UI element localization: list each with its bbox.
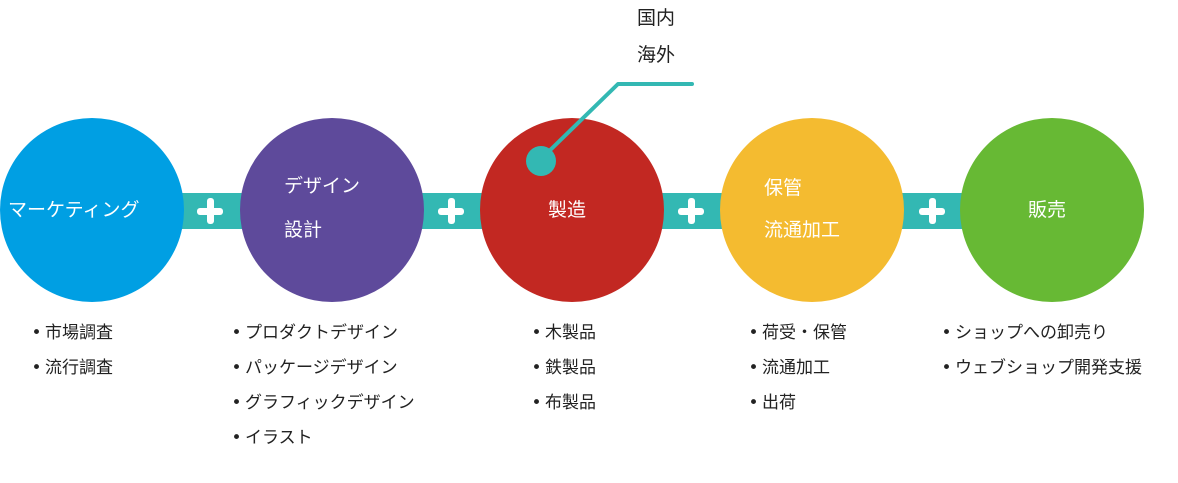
list-item: ショップへの卸売り — [938, 316, 1142, 351]
step-marketing-circle: マーケティング — [0, 118, 184, 302]
step-manufacturing-circle: 製造 — [480, 118, 664, 302]
list-item: 鉄製品 — [528, 351, 596, 386]
list-item: 木製品 — [528, 316, 596, 351]
manufacturing-list: 木製品 鉄製品 布製品 — [528, 316, 596, 421]
callout-text: 国内 海外 — [637, 0, 675, 74]
marketing-list: 市場調査 流行調査 — [28, 316, 113, 386]
list-item: プロダクトデザイン — [228, 316, 415, 351]
step-label-line2: 流通加工 — [764, 219, 841, 241]
list-item: 出荷 — [745, 386, 847, 421]
callout-line-overseas: 海外 — [637, 44, 676, 66]
list-item: グラフィックデザイン — [228, 386, 415, 421]
step-storage-circle: 保管 流通加工 — [720, 118, 904, 302]
list-item: ウェブショップ開発支援 — [938, 351, 1142, 386]
callout-line-domestic: 国内 — [637, 7, 676, 29]
list-item: 布製品 — [528, 386, 596, 421]
list-item: 流通加工 — [745, 351, 847, 386]
list-item: 市場調査 — [28, 316, 113, 351]
storage-list: 荷受・保管 流通加工 出荷 — [745, 316, 847, 421]
step-label-line1: 保管 — [764, 177, 803, 199]
callout-dot-icon — [526, 146, 556, 176]
step-label: 製造 — [548, 199, 587, 221]
list-item: イラスト — [228, 421, 415, 456]
step-label-line2: 設計 — [284, 219, 323, 241]
step-label-line1: デザイン — [284, 175, 361, 197]
list-item: 荷受・保管 — [745, 316, 847, 351]
list-item: パッケージデザイン — [228, 351, 415, 386]
step-label: マーケティング — [8, 199, 140, 221]
step-label: 販売 — [1028, 199, 1067, 221]
design-list: プロダクトデザイン パッケージデザイン グラフィックデザイン イラスト — [228, 316, 415, 456]
plus-icon — [919, 198, 945, 224]
plus-icon — [197, 198, 223, 224]
step-design-circle: デザイン 設計 — [240, 118, 424, 302]
sales-list: ショップへの卸売り ウェブショップ開発支援 — [938, 316, 1142, 386]
plus-icon — [438, 198, 464, 224]
plus-icon — [678, 198, 704, 224]
step-sales-circle: 販売 — [960, 118, 1144, 302]
list-item: 流行調査 — [28, 351, 113, 386]
